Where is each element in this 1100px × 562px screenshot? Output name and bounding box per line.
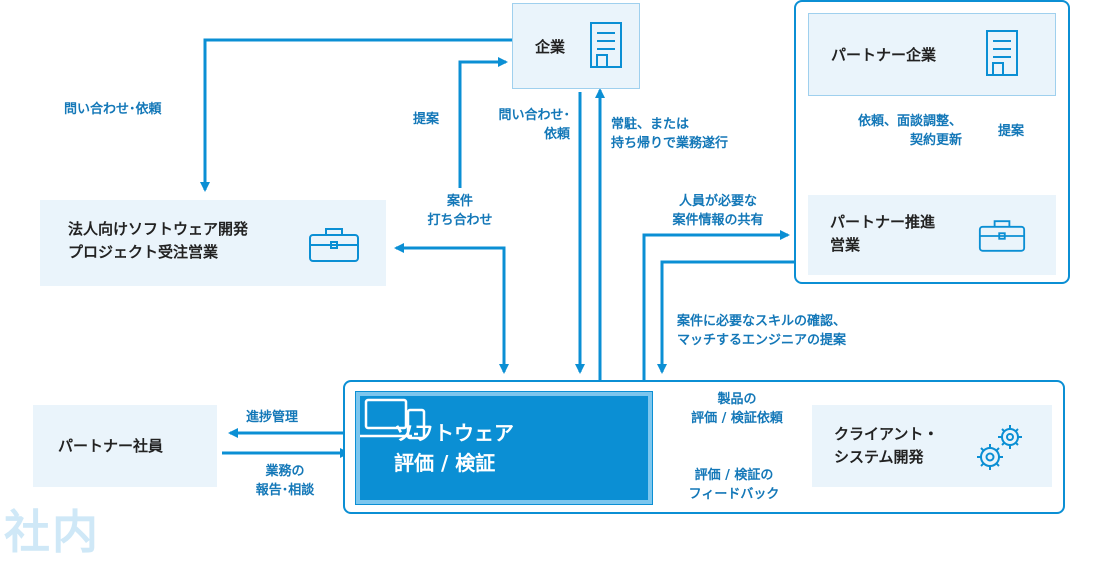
edge-proposal-to-company — [458, 57, 508, 188]
edge-partner-sales-to-eval — [657, 260, 808, 374]
edge-label-feedback: 評価 / 検証の フィードバック — [688, 468, 780, 502]
node-company-label: 企業 — [535, 38, 566, 56]
edge-label-staff-needed: 人員が必要な 案件情報の共有 — [672, 194, 764, 228]
building-icon — [590, 22, 622, 68]
node-partner-sales: パートナー推進 営業 — [808, 195, 1056, 275]
node-partner-staff: パートナー社員 — [33, 405, 217, 487]
edge-project-meeting — [394, 243, 506, 372]
edge-label-eval-request: 製品の 評価 / 検証依頼 — [691, 392, 783, 426]
edge-label-skill-confirm: 案件に必要なスキルの確認、 マッチするエンジニアの提案 — [677, 314, 847, 348]
briefcase-icon — [978, 220, 1026, 252]
edge-label-resident: 常駐、または 持ち帰りで業務遂行 — [611, 117, 729, 151]
node-software-eval-label: ソフトウェア 評価 / 検証 — [394, 421, 514, 475]
gears-icon — [977, 425, 1022, 470]
node-client-dev-label: クライアント・ システム開発 — [834, 425, 939, 466]
node-partner-staff-label: パートナー社員 — [58, 437, 164, 455]
node-company: 企業 — [512, 3, 640, 89]
edge-label-inquiry-2: 問い合わせ･ 依頼 — [498, 108, 570, 142]
edge-label-project-meeting: 案件 打ち合わせ — [427, 194, 493, 228]
node-partner-sales-label: パートナー推進 営業 — [830, 213, 936, 254]
internal-label: 社内 — [4, 505, 100, 559]
edge-eval-to-partner-sales — [642, 230, 790, 380]
laptop-phone-icon — [360, 398, 426, 440]
briefcase-icon — [309, 228, 359, 262]
node-partner-company: パートナー企業 — [808, 13, 1056, 96]
edge-label-progress: 進捗管理 — [246, 410, 299, 425]
edge-label-request-negotiation: 依頼、面談調整、 契約更新 — [857, 114, 962, 148]
building-icon — [986, 30, 1018, 76]
edge-label-proposal-2: 提案 — [998, 124, 1025, 139]
node-sales-project-label: 法人向けソフトウェア開発 プロジェクト受注営業 — [68, 220, 249, 261]
edge-company-to-sales — [200, 38, 512, 192]
node-partner-company-label: パートナー企業 — [831, 46, 937, 64]
edge-label-proposal: 提案 — [413, 112, 440, 127]
node-software-eval: ソフトウェア 評価 / 検証 — [355, 391, 653, 505]
edge-label-work-report: 業務の 報告･相談 — [255, 464, 315, 498]
node-client-dev: クライアント・ システム開発 — [812, 405, 1052, 487]
node-sales-project: 法人向けソフトウェア開発 プロジェクト受注営業 — [40, 200, 386, 286]
edge-label-inquiry: 問い合わせ･依頼 — [64, 102, 162, 117]
